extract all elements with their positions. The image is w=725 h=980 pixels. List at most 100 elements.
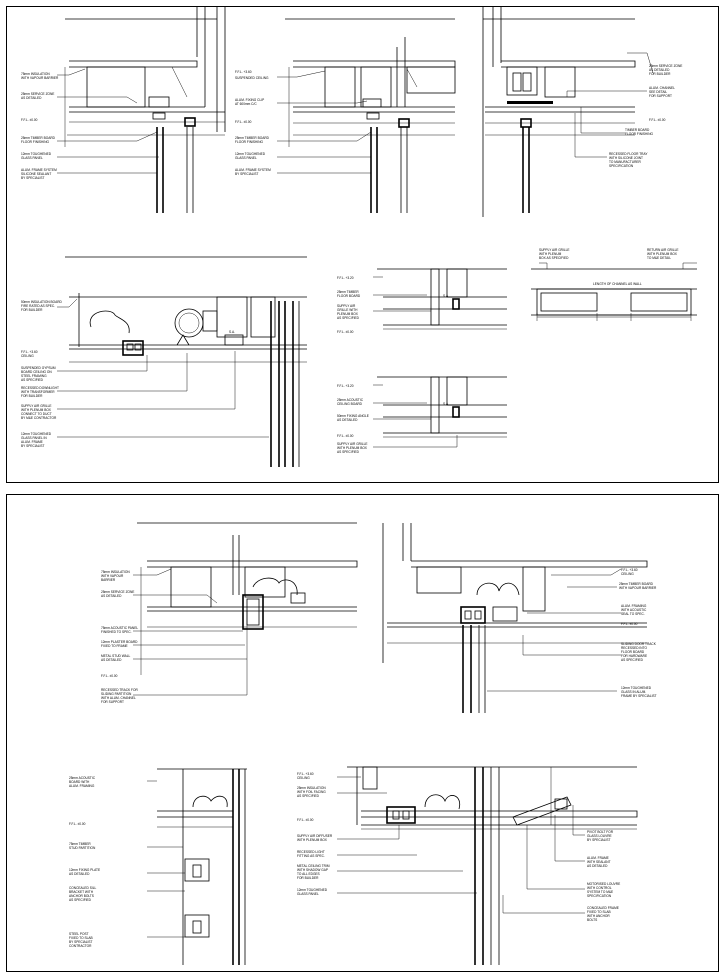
svg-text:50mm INSULATION BOARD: 50mm INSULATION BOARD [21,300,63,304]
svg-text:F.F.L. ±0.00: F.F.L. ±0.00 [297,818,314,822]
svg-text:ALUM. FRAMING: ALUM. FRAMING [69,784,95,788]
svg-text:SUPPLY AIR GRILLE: SUPPLY AIR GRILLE [21,404,52,408]
svg-text:AS SPECIFIED: AS SPECIFIED [337,450,360,454]
svg-text:ALUM. FRAME SYSTEM: ALUM. FRAME SYSTEM [21,168,57,172]
svg-text:F.F.L. ±0.00: F.F.L. ±0.00 [69,822,86,826]
svg-text:TO ALL EDGES: TO ALL EDGES [297,872,320,876]
svg-text:BOARD CEILING ON: BOARD CEILING ON [21,370,52,374]
svg-text:FIXED TO SLAB: FIXED TO SLAB [587,910,611,914]
svg-text:F.F.L. ±0.00: F.F.L. ±0.00 [101,674,118,678]
svg-text:RECESSED TRACK FOR: RECESSED TRACK FOR [101,688,138,692]
svg-text:SUPPLY AIR: SUPPLY AIR [337,304,356,308]
svg-text:WITH TRANSFORMER: WITH TRANSFORMER [21,390,55,394]
svg-text:METAL STUD WALL: METAL STUD WALL [101,654,131,658]
svg-text:F.F.L. +3.60: F.F.L. +3.60 [235,70,252,74]
svg-text:AS DETAILED: AS DETAILED [649,68,670,72]
svg-text:PLENUM BOX: PLENUM BOX [337,312,359,316]
svg-text:WITH SILICONE JOINT: WITH SILICONE JOINT [609,156,643,160]
svg-text:CONCEALED SILL: CONCEALED SILL [69,886,97,890]
svg-text:BY SPECIALIST: BY SPECIALIST [21,444,45,448]
svg-text:FLOOR BOARD: FLOOR BOARD [621,650,645,654]
svg-text:FRAME BY SPECIALIST: FRAME BY SPECIALIST [621,694,657,698]
svg-text:WITH ANCHOR: WITH ANCHOR [587,914,610,918]
svg-text:SUPPLY AIR DIFFUSER: SUPPLY AIR DIFFUSER [297,834,333,838]
svg-text:ALUM. FRAMING: ALUM. FRAMING [621,604,647,608]
svg-text:F.F.L. +3.60: F.F.L. +3.60 [621,568,638,572]
svg-text:WITH PLENUM BOX: WITH PLENUM BOX [647,252,678,256]
svg-text:RECESSED INTO: RECESSED INTO [621,646,647,650]
svg-text:WITH SEALANT: WITH SEALANT [587,860,611,864]
svg-text:BY SPECIALIST: BY SPECIALIST [69,940,93,944]
svg-text:12mm TOUGHENED: 12mm TOUGHENED [21,432,52,436]
svg-text:F.F.L. +3.20: F.F.L. +3.20 [337,384,354,388]
svg-text:SUPPLY AIR GRILLE: SUPPLY AIR GRILLE [539,248,570,252]
svg-text:SEE DETAIL: SEE DETAIL [649,90,667,94]
svg-text:RETURN AIR GRILLE: RETURN AIR GRILLE [647,248,679,252]
svg-text:FITTING AS SPEC.: FITTING AS SPEC. [297,854,325,858]
detail-panel-top: 75mm INSULATION WITH VAPOUR BARRIER 25mm… [6,6,719,483]
svg-text:25mm SERVICE ZONE: 25mm SERVICE ZONE [21,92,54,96]
svg-text:BOARD WITH: BOARD WITH [69,780,90,784]
section-detail-9: F.F.L. +3.60 CEILING 25mm TIMBER BOARD W… [382,523,657,713]
svg-text:BY SPECIALIST: BY SPECIALIST [21,176,45,180]
svg-text:GLASS LOUVRE: GLASS LOUVRE [587,834,612,838]
svg-text:ALUM. FRAME SYSTEM: ALUM. FRAME SYSTEM [235,168,271,172]
svg-text:25mm ACOUSTIC: 25mm ACOUSTIC [337,398,364,402]
svg-text:LENGTH OF CHANNEL AS WALL: LENGTH OF CHANNEL AS WALL [593,282,642,286]
section-detail-1: 75mm INSULATION WITH VAPOUR BARRIER 25mm… [21,7,226,213]
svg-text:50mm FIXING ANGLE: 50mm FIXING ANGLE [337,414,369,418]
detail-panel-bottom: 75mm INSULATION WITH VAPOUR BARRIER 25mm… [6,494,719,972]
svg-text:AS DETAILED: AS DETAILED [69,872,90,876]
svg-text:PIVOT BOLT FOR: PIVOT BOLT FOR [587,830,614,834]
section-detail-7: LENGTH OF CHANNEL AS WALL SUPPLY AIR GRI… [531,248,697,321]
svg-text:FOR BUILDER: FOR BUILDER [297,876,319,880]
svg-text:FIXED TO FRAME: FIXED TO FRAME [101,644,128,648]
svg-text:BARRIER: BARRIER [101,578,116,582]
svg-text:25mm TIMBER BOARD: 25mm TIMBER BOARD [21,136,56,140]
svg-text:FOR BUILDER: FOR BUILDER [21,394,43,398]
svg-text:SLIDING PARTITION: SLIDING PARTITION [101,692,132,696]
detail-drawings-bottom: 75mm INSULATION WITH VAPOUR BARRIER 25mm… [69,522,657,965]
svg-text:STEEL POST: STEEL POST [69,932,89,936]
svg-text:AS DETAILED: AS DETAILED [21,96,42,100]
svg-text:WITH FOIL FACING: WITH FOIL FACING [297,790,326,794]
svg-text:AT 600mm C/C: AT 600mm C/C [235,102,257,106]
svg-text:WITH PLENUM BOX: WITH PLENUM BOX [21,408,52,412]
svg-text:TO MANUFACTURER: TO MANUFACTURER [609,160,642,164]
svg-text:SLIDING DOOR TRACK: SLIDING DOOR TRACK [621,642,657,646]
section-detail-5: S.A. F.F.L. +3.20 25mm TIMBER FLOOR BOAR… [337,268,507,334]
svg-text:FOR SUPPORT: FOR SUPPORT [101,700,124,704]
svg-text:BY SPECIALIST: BY SPECIALIST [235,172,259,176]
svg-text:CEILING: CEILING [621,572,634,576]
svg-text:25mm SERVICE ZONE: 25mm SERVICE ZONE [649,64,682,68]
svg-text:FLOOR FINISHING: FLOOR FINISHING [625,132,654,136]
svg-text:STEEL FRAMING: STEEL FRAMING [21,374,47,378]
svg-text:AS SPECIFIED: AS SPECIFIED [21,378,44,382]
svg-text:F.F.L. +3.60: F.F.L. +3.60 [21,350,38,354]
svg-text:FINISHED TO SPEC.: FINISHED TO SPEC. [101,630,132,634]
svg-text:WITH VAPOUR BARRIER: WITH VAPOUR BARRIER [619,586,657,590]
svg-text:12mm PLASTER BOARD: 12mm PLASTER BOARD [101,640,138,644]
section-detail-4: S.A. 50mm INSULATION BOARD FIRE RATED AS… [21,256,307,467]
svg-text:BOX AS SPECIFIED: BOX AS SPECIFIED [539,256,569,260]
svg-text:F.F.L. ±0.00: F.F.L. ±0.00 [235,120,252,124]
svg-text:12mm TOUGHENED: 12mm TOUGHENED [297,888,328,892]
svg-text:F.F.L. ±0.00: F.F.L. ±0.00 [21,118,38,122]
svg-text:SUPPLY AIR GRILLE: SUPPLY AIR GRILLE [337,442,368,446]
section-detail-6: S.A. F.F.L. +3.20 25mm ACOUSTIC CEILING … [337,376,507,454]
section-detail-2: F.F.L. +3.60 SUSPENDED CEILING ALUM. FIX… [235,18,456,213]
svg-text:CEILING: CEILING [297,776,310,780]
svg-text:AS SPECIFIED: AS SPECIFIED [337,316,360,320]
svg-text:AS SPECIFIED: AS SPECIFIED [297,794,320,798]
svg-text:25mm ACOUSTIC: 25mm ACOUSTIC [69,776,96,780]
svg-text:STUD PARTITION: STUD PARTITION [69,846,96,850]
svg-text:25mm TIMBER: 25mm TIMBER [337,290,359,294]
svg-text:RECESSED LIGHT: RECESSED LIGHT [297,850,325,854]
svg-text:F.F.L. +3.20: F.F.L. +3.20 [337,276,354,280]
svg-text:RECESSED FLOOR TRAY: RECESSED FLOOR TRAY [609,152,648,156]
svg-text:25mm INSULATION: 25mm INSULATION [297,786,326,790]
svg-text:S.A.: S.A. [443,294,449,298]
svg-text:GLASS PANEL: GLASS PANEL [235,156,257,160]
svg-text:12mm TOUGHENED: 12mm TOUGHENED [235,152,266,156]
svg-text:F.F.L. ±0.00: F.F.L. ±0.00 [337,330,354,334]
